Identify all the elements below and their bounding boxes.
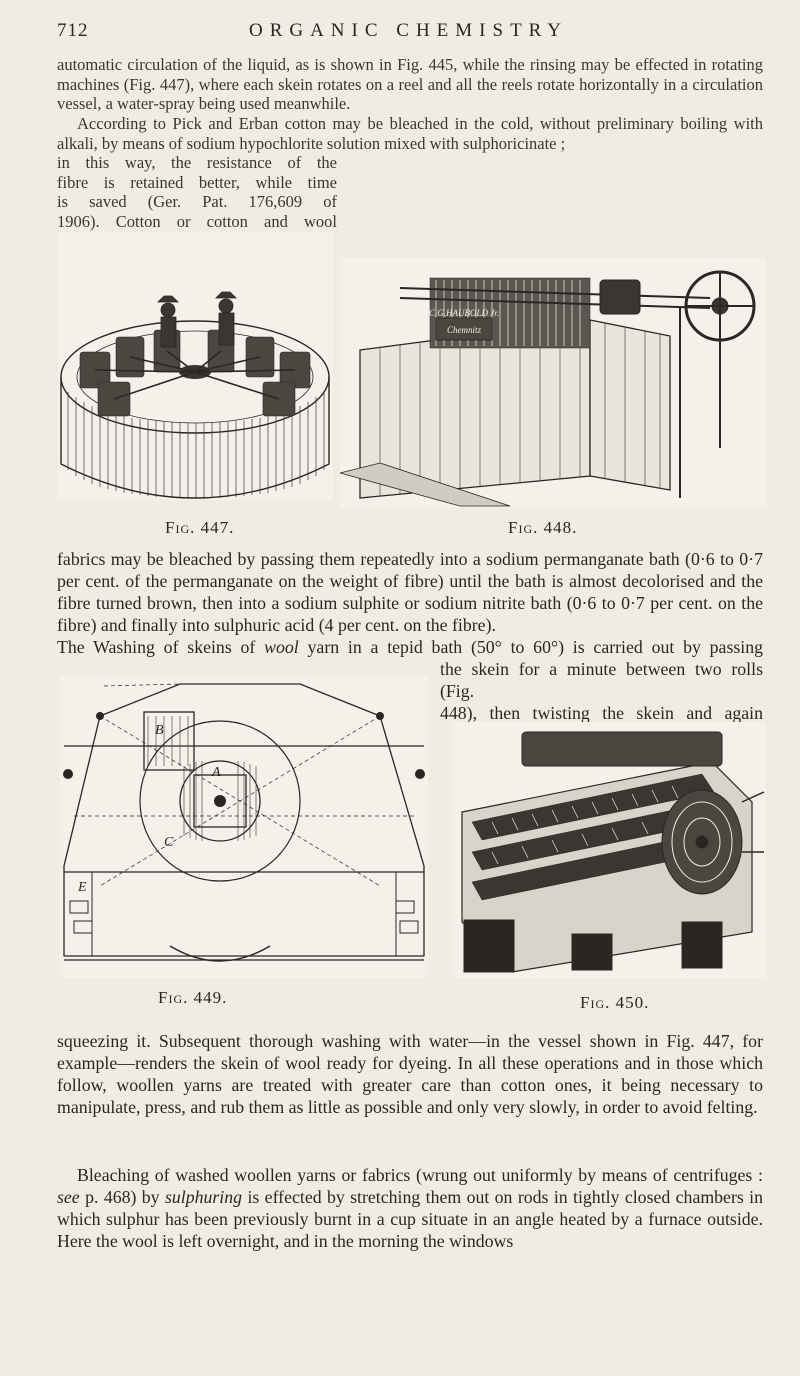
paragraph-5-continued: the skein for a minute between two rolls… [440,658,763,724]
maker-plate-city: Chemnitz [447,325,481,335]
figure-449-plan-diagram: A B C E [60,676,428,978]
text-line: fibre is retained better, while time [57,172,337,192]
paragraph-3-wrap: in this way, the resistance of the fibre… [57,153,337,231]
reel-machine-illustration [60,291,330,499]
washing-heading: The Washing of skeins of [57,637,256,657]
text-line: 448), then twisting the skein and again [440,703,763,723]
sulphuring-italic: sulphuring [164,1187,243,1207]
roller-machine-illustration [461,731,765,973]
plan-diagram-svg: A B C E [63,683,425,962]
paragraph-1: automatic circulation of the liquid, as … [57,55,763,113]
paragraph-7: Bleaching of washed woollen yarns or fab… [57,1164,763,1252]
paragraph-7-end: is effected by stretching them out on ro… [57,1187,763,1251]
label-c: C [164,835,174,850]
page-header: 712 ORGANIC CHEMISTRY [57,20,760,46]
label-e: E [77,880,87,895]
paragraph-2: According to Pick and Erban cotton may b… [57,114,763,153]
maker-plate-text: C.G.HAUBOLD Jr. [429,308,499,318]
caption-fig-450: Fig. 450. [580,993,650,1012]
see-italic: see [57,1187,80,1207]
caption-fig-447: Fig. 447. [165,518,235,537]
label-a: A [211,765,221,780]
page-number: 712 [57,20,89,41]
running-title: ORGANIC CHEMISTRY [248,20,569,41]
paragraph-4: fabrics may be bleached by passing them … [57,549,763,635]
caption-fig-448: Fig. 448. [508,518,578,537]
washing-vessel-illustration: C.G.HAUBOLD Jr. Chemnitz [340,270,756,507]
figure-447-reel-machine [58,232,333,500]
paragraph-7-start: Bleaching of washed woollen yarns or fab… [77,1165,763,1185]
text-line: the skein for a minute between two rolls… [440,659,763,701]
paragraph-6: squeezing it. Subsequent thorough washin… [57,1031,763,1117]
paragraph-7-mid: p. 468) by [85,1187,160,1207]
text-line: in this way, the resistance of the [57,153,337,172]
paragraph-5-line-1: The Washing of skeins of wool yarn in a … [57,636,763,658]
label-b: B [155,723,164,738]
caption-fig-449: Fig. 449. [158,988,228,1007]
wool-italic: wool [264,637,299,657]
figure-448-washing-vessel: C.G.HAUBOLD Jr. Chemnitz [340,258,766,508]
paragraph-5-rest: yarn in a tepid bath (50° to 60°) is car… [307,637,763,657]
text-line: 1906). Cotton or cotton and wool [57,211,337,231]
figure-450-roller-machine [452,722,766,978]
text-line: is saved (Ger. Pat. 176,609 of [57,192,337,211]
